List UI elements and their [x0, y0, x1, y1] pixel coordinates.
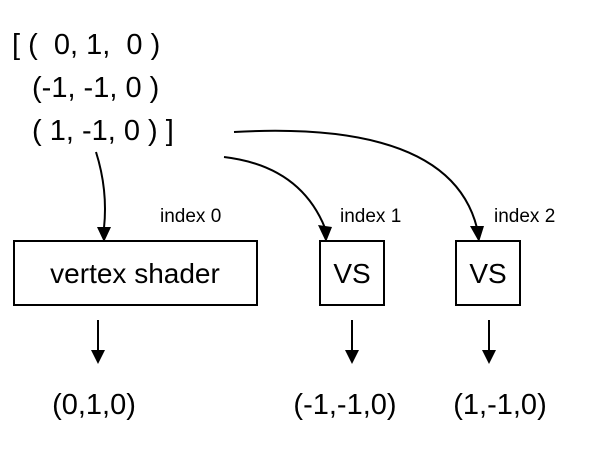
output-0: (0,1,0): [52, 389, 136, 421]
output-2: (1,-1,0): [453, 389, 546, 421]
index-label-0: index 0: [160, 206, 221, 227]
edge-to-index-0: [95, 151, 106, 229]
down-arrow-head-1: [345, 350, 359, 364]
vertex-list: [ ( 0, 1, 0 ) (-1, -1, 0 ) ( 1, -1, 0 ) …: [12, 29, 174, 147]
index-label-1: index 1: [340, 206, 401, 227]
shader-box-1-label: VS: [333, 258, 370, 289]
shader-box-1: VS: [319, 240, 385, 306]
shader-box-2: VS: [455, 240, 521, 306]
shader-box-0-label: vertex shader: [50, 258, 220, 289]
vertex-list-line-1: (-1, -1, 0 ): [32, 72, 159, 104]
vertex-list-line-0: [ ( 0, 1, 0 ): [12, 29, 160, 61]
edge-to-index-1: [223, 156, 326, 229]
vertex-list-line-2: ( 1, -1, 0 ) ]: [32, 115, 174, 147]
edge-head-index-1: [318, 225, 332, 242]
shader-box-0: vertex shader: [13, 240, 258, 306]
edge-head-index-2: [470, 226, 484, 242]
shader-box-2-label: VS: [469, 258, 506, 289]
index-label-2: index 2: [494, 206, 555, 227]
down-arrow-head-0: [91, 350, 105, 364]
output-1: (-1,-1,0): [293, 389, 396, 421]
edge-to-index-2: [233, 129, 478, 229]
down-arrow-head-2: [482, 350, 496, 364]
edge-head-index-0: [97, 227, 111, 242]
